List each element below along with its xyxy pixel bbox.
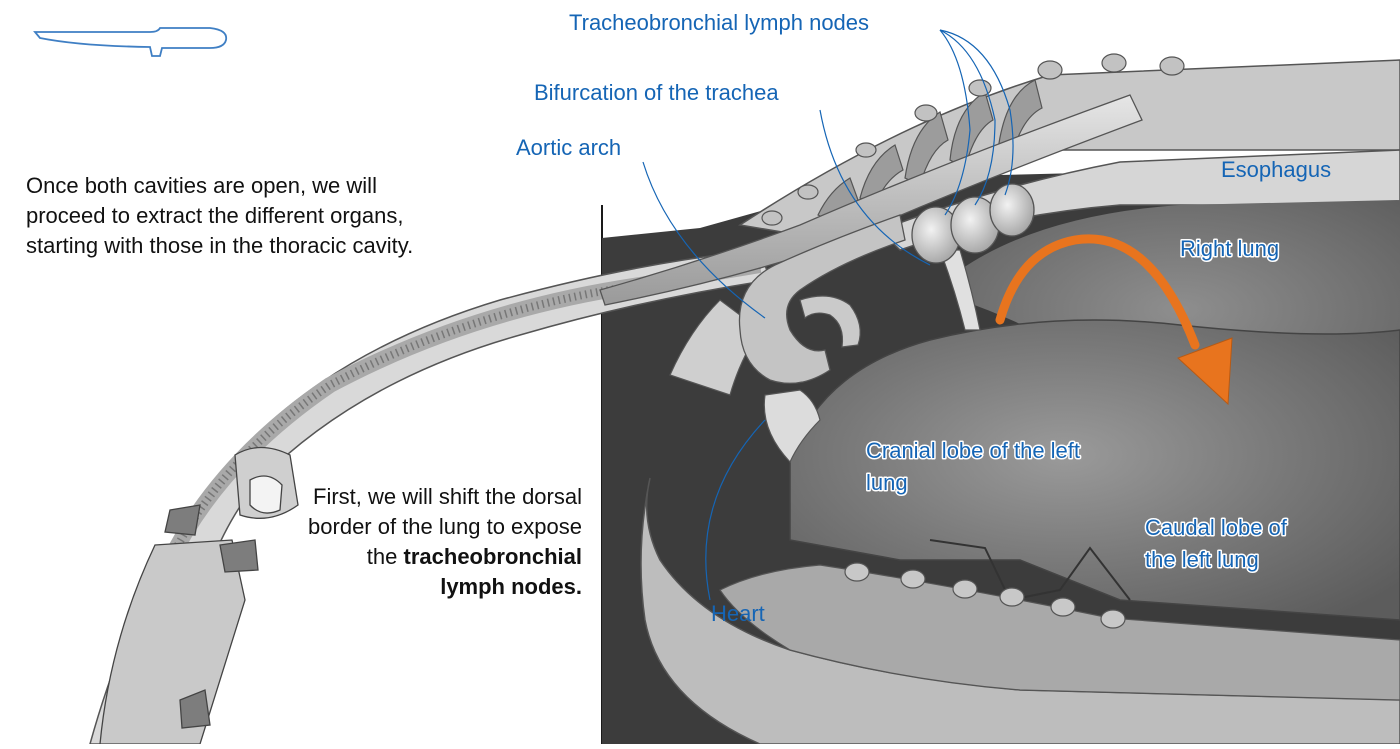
cervical-bones xyxy=(99,446,299,745)
leader-aortic-arch xyxy=(642,161,766,319)
vertebral-processes xyxy=(761,53,1185,226)
aortic-arch xyxy=(738,214,906,384)
left-lung xyxy=(789,319,1400,621)
neck-trachea xyxy=(162,257,762,564)
knife-icon xyxy=(33,27,228,57)
step-paragraph: First, we will shift the dorsal border o… xyxy=(302,482,582,602)
leader-tbln-2 xyxy=(939,29,996,206)
heart xyxy=(763,389,821,464)
curved-arrow-icon xyxy=(995,234,1233,406)
label-heart: Heart xyxy=(711,601,765,626)
label-cranial-lobe-1: Cranial lobe of the left xyxy=(866,438,1080,463)
step-lead-text: First, we will shift the dorsal border o… xyxy=(308,484,582,569)
label-right-lung: Right lung xyxy=(1180,236,1279,261)
intro-paragraph: Once both cavities are open, we will pro… xyxy=(26,173,414,258)
label-bifurcation: Bifurcation of the trachea xyxy=(534,80,779,105)
leader-lines xyxy=(642,29,1014,601)
leader-tbln-3 xyxy=(939,29,971,216)
bronchus xyxy=(939,249,981,331)
leader-bifurcation xyxy=(819,109,931,266)
aortic-branch xyxy=(799,295,861,348)
leader-heart xyxy=(705,419,766,601)
label-cranial-lobe-2: lung xyxy=(866,470,908,495)
label-caudal-lobe-2: the left lung xyxy=(1145,547,1259,572)
trachea xyxy=(599,94,1143,306)
lobe-separation xyxy=(929,539,1131,602)
sternebrae xyxy=(844,562,1126,629)
label-tracheobronchial-lymph-nodes: Tracheobronchial lymph nodes xyxy=(569,10,869,35)
label-caudal-lobe-1: Caudal lobe of xyxy=(1145,515,1288,540)
leader-tbln-1 xyxy=(939,29,1014,196)
step-emphasis-text: tracheobronchial lymph nodes. xyxy=(403,544,582,599)
label-esophagus: Esophagus xyxy=(1221,157,1331,182)
label-aortic-arch: Aortic arch xyxy=(516,135,621,160)
lymph-nodes xyxy=(911,183,1035,264)
